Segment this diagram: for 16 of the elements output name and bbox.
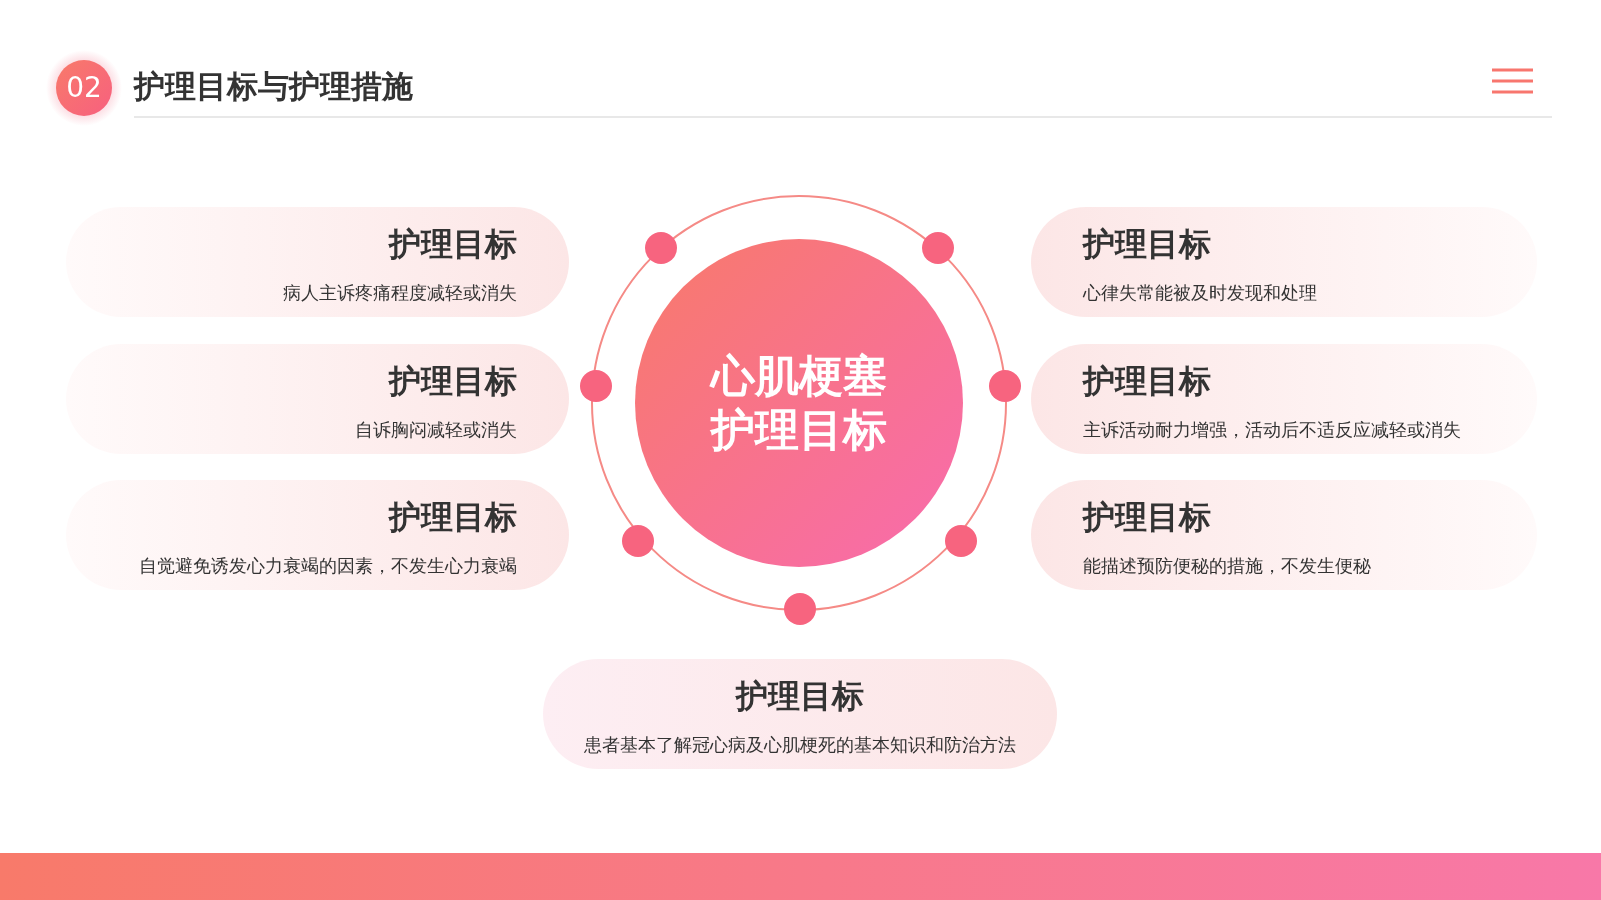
card-text: 病人主诉疼痛程度减轻或消失 [283,281,517,305]
card-text: 自觉避免诱发心力衰竭的因素，不发生心力衰竭 [139,554,517,578]
card-heading: 护理目标 [1083,361,1211,402]
card-heading: 护理目标 [389,497,517,538]
center-title: 心肌梗塞护理目标 [708,349,888,457]
card-text: 患者基本了解冠心病及心肌梗死的基本知识和防治方法 [584,733,1016,757]
card-text: 自诉胸闷减轻或消失 [355,418,517,442]
card-heading: 护理目标 [389,224,517,265]
card-text: 主诉活动耐力增强，活动后不适反应减轻或消失 [1083,418,1461,442]
card-heading: 护理目标 [389,361,517,402]
card-text: 能描述预防便秘的措施，不发生便秘 [1083,554,1371,578]
card-heading: 护理目标 [736,676,864,717]
card-text: 心律失常能被及时发现和处理 [1083,281,1317,305]
card-heading: 护理目标 [1083,497,1211,538]
card-heading: 护理目标 [1083,224,1211,265]
page-title: 护理目标与护理措施 [134,67,413,106]
